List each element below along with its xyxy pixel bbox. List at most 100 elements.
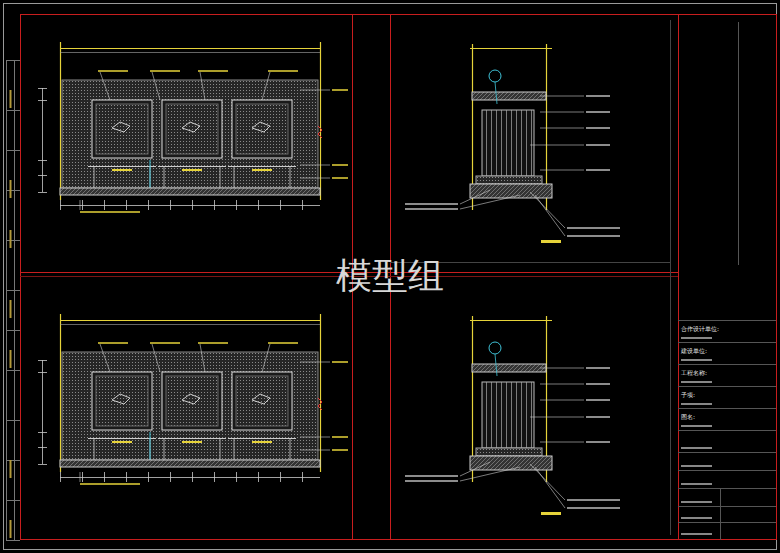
drawing-line bbox=[6, 460, 20, 461]
illegible-text bbox=[332, 177, 348, 179]
dimension-tick bbox=[38, 464, 47, 465]
dimension-tick bbox=[280, 472, 281, 482]
slat bbox=[521, 382, 522, 448]
break-symbol bbox=[318, 398, 322, 410]
illegible-text bbox=[182, 441, 202, 443]
drawing-line bbox=[678, 452, 776, 453]
dimension-tick bbox=[170, 472, 171, 482]
mirror-reflection bbox=[252, 394, 270, 404]
illegible-text bbox=[252, 169, 272, 171]
drawing-line bbox=[6, 60, 20, 61]
drawing-line bbox=[678, 14, 679, 540]
drawing-line bbox=[678, 408, 776, 409]
title-block-field: 建设单位: bbox=[681, 347, 707, 356]
leader-line bbox=[530, 145, 584, 146]
slat bbox=[496, 110, 497, 176]
slat bbox=[496, 382, 497, 448]
illegible-text bbox=[332, 449, 348, 451]
ceiling-line bbox=[470, 320, 552, 321]
illegible-text bbox=[150, 342, 180, 344]
callout-leader bbox=[495, 354, 497, 376]
section-view bbox=[405, 316, 620, 515]
counter-leg bbox=[234, 439, 235, 460]
mirror-glass bbox=[236, 104, 288, 154]
illegible-text bbox=[586, 367, 610, 369]
leader-line bbox=[530, 192, 565, 228]
dimension-tick bbox=[82, 472, 83, 482]
dimension-tick bbox=[192, 200, 193, 210]
illegible-text bbox=[586, 169, 610, 171]
bench bbox=[476, 448, 542, 456]
ceiling-line bbox=[60, 48, 320, 49]
leader-line bbox=[200, 72, 205, 100]
illegible-text bbox=[10, 180, 12, 198]
ceiling-line bbox=[60, 52, 320, 53]
leader-line bbox=[460, 462, 490, 476]
illegible-text bbox=[405, 475, 458, 477]
counter-leg bbox=[290, 167, 291, 188]
leader-line bbox=[200, 344, 205, 372]
drawing-line bbox=[678, 522, 776, 523]
counter-leg bbox=[220, 167, 221, 188]
dimension-tick bbox=[82, 200, 83, 210]
illegible-text bbox=[332, 361, 348, 363]
illegible-text bbox=[182, 169, 202, 171]
dimension-tick bbox=[104, 200, 105, 210]
drawing-line bbox=[6, 540, 20, 541]
dimension-tick bbox=[192, 472, 193, 482]
counter-leg bbox=[220, 439, 221, 460]
dimension-tick bbox=[302, 472, 303, 482]
mirror-frame bbox=[162, 100, 222, 158]
illegible-text bbox=[681, 425, 712, 427]
illegible-text bbox=[332, 436, 348, 438]
tag-bar bbox=[541, 512, 561, 515]
mirror-glass bbox=[166, 104, 218, 154]
wall-line bbox=[60, 42, 61, 200]
illegible-text bbox=[332, 164, 348, 166]
wall-line bbox=[60, 314, 61, 472]
slat bbox=[521, 110, 522, 176]
drawing-line bbox=[14, 60, 15, 540]
ceiling-line bbox=[470, 48, 552, 49]
wall-line bbox=[320, 42, 321, 200]
illegible-text bbox=[681, 483, 712, 485]
counter-leg bbox=[164, 167, 165, 188]
illegible-text bbox=[681, 501, 712, 503]
callout-circle bbox=[489, 70, 501, 82]
floor-slab bbox=[60, 188, 320, 195]
drawing-line bbox=[678, 506, 776, 507]
drawing-line bbox=[678, 470, 776, 471]
drawing-line bbox=[6, 60, 7, 540]
dimension-tick bbox=[38, 175, 47, 176]
slat-panel bbox=[482, 382, 534, 448]
mirror-glass bbox=[96, 376, 148, 426]
leader-line bbox=[540, 128, 584, 129]
illegible-text bbox=[10, 230, 12, 248]
illegible-text bbox=[112, 441, 132, 443]
leader-line bbox=[540, 96, 584, 97]
drawing-line bbox=[738, 22, 739, 265]
illegible-text bbox=[198, 342, 228, 344]
illegible-text bbox=[586, 95, 610, 97]
dimension-tick bbox=[148, 200, 149, 210]
counter-top bbox=[88, 438, 156, 439]
leader-line bbox=[540, 400, 584, 401]
illegible-text bbox=[681, 517, 712, 519]
slat bbox=[511, 382, 512, 448]
callout-leader bbox=[495, 82, 497, 104]
leader-line bbox=[300, 178, 330, 179]
slat bbox=[501, 382, 502, 448]
dimension-tick bbox=[280, 200, 281, 210]
slat bbox=[531, 382, 532, 448]
drawing-line bbox=[6, 290, 20, 291]
mirror-frame bbox=[232, 372, 292, 430]
drawing-line bbox=[6, 190, 20, 191]
illegible-text bbox=[405, 208, 458, 210]
leader-line bbox=[300, 437, 330, 438]
drawing-line bbox=[6, 420, 20, 421]
mirror-glass bbox=[166, 376, 218, 426]
drawing-line bbox=[670, 20, 671, 535]
illegible-text bbox=[112, 169, 132, 171]
dimension-tick bbox=[60, 472, 61, 482]
dimension-line bbox=[60, 477, 320, 478]
